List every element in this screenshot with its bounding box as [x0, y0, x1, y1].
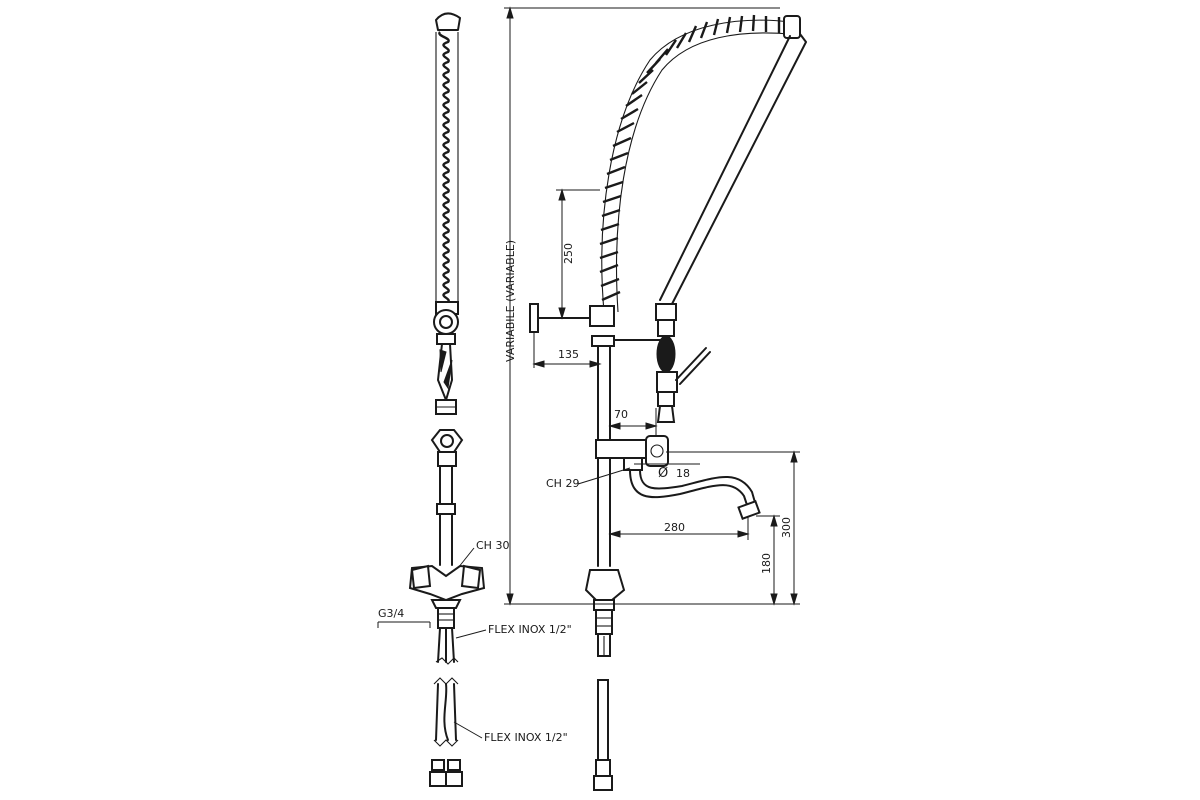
label-dim-70: 70 — [614, 408, 628, 421]
side-view-callouts: CH 30 G3/4 FLEX INOX 1/2" FLEX INOX 1/2" — [377, 539, 572, 744]
label-dim-18: 18 — [676, 467, 690, 480]
label-hex-29: CH 29 — [546, 477, 579, 490]
side-view-spring — [435, 31, 459, 304]
side-view-faucet — [408, 12, 486, 787]
dimension-lines: VARIABILE (VARIABLE) 250 135 70 Ø 18 CH … — [504, 6, 800, 606]
label-dim-250: 250 — [562, 243, 575, 264]
label-flex-upper: FLEX INOX 1/2" — [488, 623, 572, 636]
label-dim-135: 135 — [558, 348, 579, 361]
label-variable-height: VARIABILE (VARIABLE) — [504, 240, 517, 362]
label-hex-30: CH 30 — [476, 539, 509, 552]
label-dim-180: 180 — [760, 553, 773, 574]
front-view-faucet — [529, 14, 807, 791]
label-dim-300: 300 — [780, 517, 793, 538]
label-dim-280: 280 — [664, 521, 685, 534]
label-diameter-symbol: Ø — [658, 466, 668, 481]
label-flex-lower: FLEX INOX 1/2" — [484, 731, 568, 744]
label-thread-g34: G3/4 — [378, 607, 404, 620]
front-view-spring — [599, 14, 801, 313]
